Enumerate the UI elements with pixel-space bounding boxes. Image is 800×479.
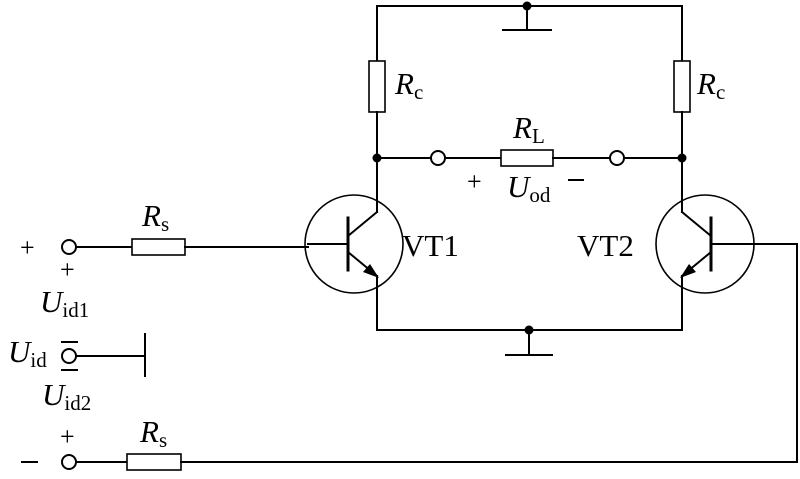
input-terminal-2 [61,454,77,470]
input-terminal-1 [61,239,77,255]
rc-right-label: Rc [696,66,725,104]
top-rail-junction [522,1,532,11]
uid1-label: Uid1 [40,284,89,322]
right-collector-branch [673,5,691,201]
uod-plus-sign: + [467,167,482,196]
transistor-vt1-body [304,194,404,294]
vt2-label: VT2 [577,228,634,263]
left-collector-branch [368,5,386,201]
uid-terminal-group [61,333,146,377]
output-terminal-right [609,150,625,166]
load-branch [376,149,683,167]
vt2-emitter-arrow [680,264,696,278]
transistor-vt2 [655,194,755,294]
resistor-rs-top [131,238,186,256]
output-terminal-left [430,150,446,166]
uid2-label: Uid2 [42,377,91,415]
uid2-plus-sign: + [60,422,75,451]
resistor-rs-bottom [126,453,182,471]
uid-terminal [61,348,77,364]
uod-label: Uod [507,169,551,207]
emitter-rail [376,289,683,356]
rs-top-label: Rs [141,198,169,236]
input2-path [61,243,798,471]
resistor-rl [500,149,554,167]
transistor-vt1 [304,194,404,294]
rl-label: RL [512,110,545,148]
vt1-label: VT1 [402,228,459,263]
uid-label: Uid [8,334,47,372]
vt1-emitter-arrow [363,264,379,278]
rs-bottom-label: Rs [139,414,167,452]
uid1-plus-sign: + [60,255,75,284]
rc-left-label: Rc [394,66,423,104]
resistor-rc-left [368,60,386,113]
resistor-rc-right [673,60,691,113]
input1-plus-sign: + [20,233,35,262]
input1-path [61,238,309,256]
top-rail [376,1,683,31]
